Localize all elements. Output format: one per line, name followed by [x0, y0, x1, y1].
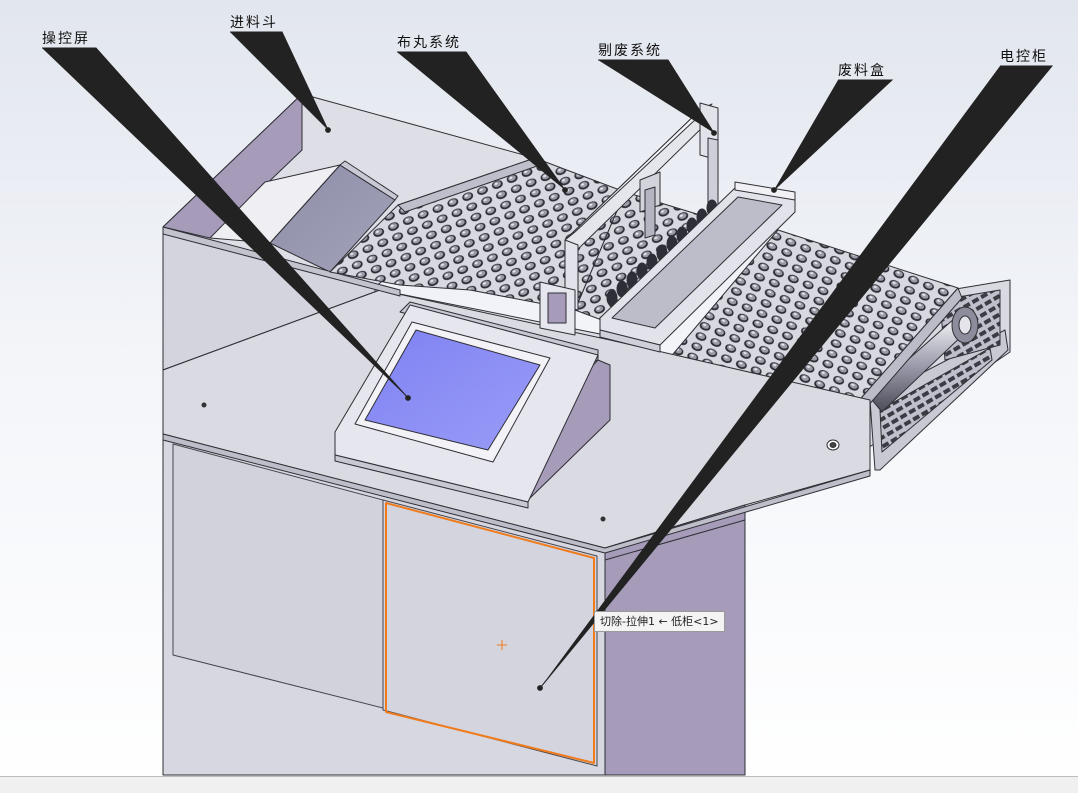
conveyor-lower-truss — [879, 347, 993, 453]
hopper-left-wall — [162, 93, 303, 239]
callout-operation-screen: 操控屏 — [42, 31, 90, 47]
callout-feed-hopper: 进料斗 — [230, 15, 278, 31]
screen-base-strip — [334, 454, 529, 509]
callout-reject-system: 剔废系统 — [598, 43, 662, 59]
waste-box-inner — [611, 196, 783, 329]
waste-box-front-lip — [599, 329, 661, 353]
origin-cross-icon — [497, 640, 507, 650]
hopper-chute-lip — [339, 160, 399, 201]
leader-reject-system — [598, 59, 715, 134]
mounting-hole — [600, 516, 606, 522]
leader-operation-screen — [42, 47, 409, 399]
deck-front-strip — [162, 433, 871, 554]
leader-electric-cabinet — [539, 65, 1054, 689]
leader-waste-box — [773, 79, 894, 191]
leader-lines — [42, 31, 1054, 691]
leader-feed-hopper — [230, 31, 329, 131]
screen-display[interactable] — [364, 329, 541, 451]
mounting-hole — [201, 402, 207, 408]
callout-electric-cabinet: 电控柜 — [1000, 49, 1048, 65]
status-bar — [0, 776, 1078, 793]
feature-tooltip: 切除-拉伸1 ← 低柜<1> — [594, 611, 725, 632]
callout-pill-distribution-system: 布丸系统 — [397, 35, 461, 51]
callout-waste-box: 废料盒 — [838, 63, 886, 79]
leader-pill-distribution — [397, 51, 566, 191]
cabinet-right-door — [382, 499, 598, 767]
reject-beam-top — [564, 103, 713, 241]
selected-door-outline[interactable] — [385, 502, 595, 764]
